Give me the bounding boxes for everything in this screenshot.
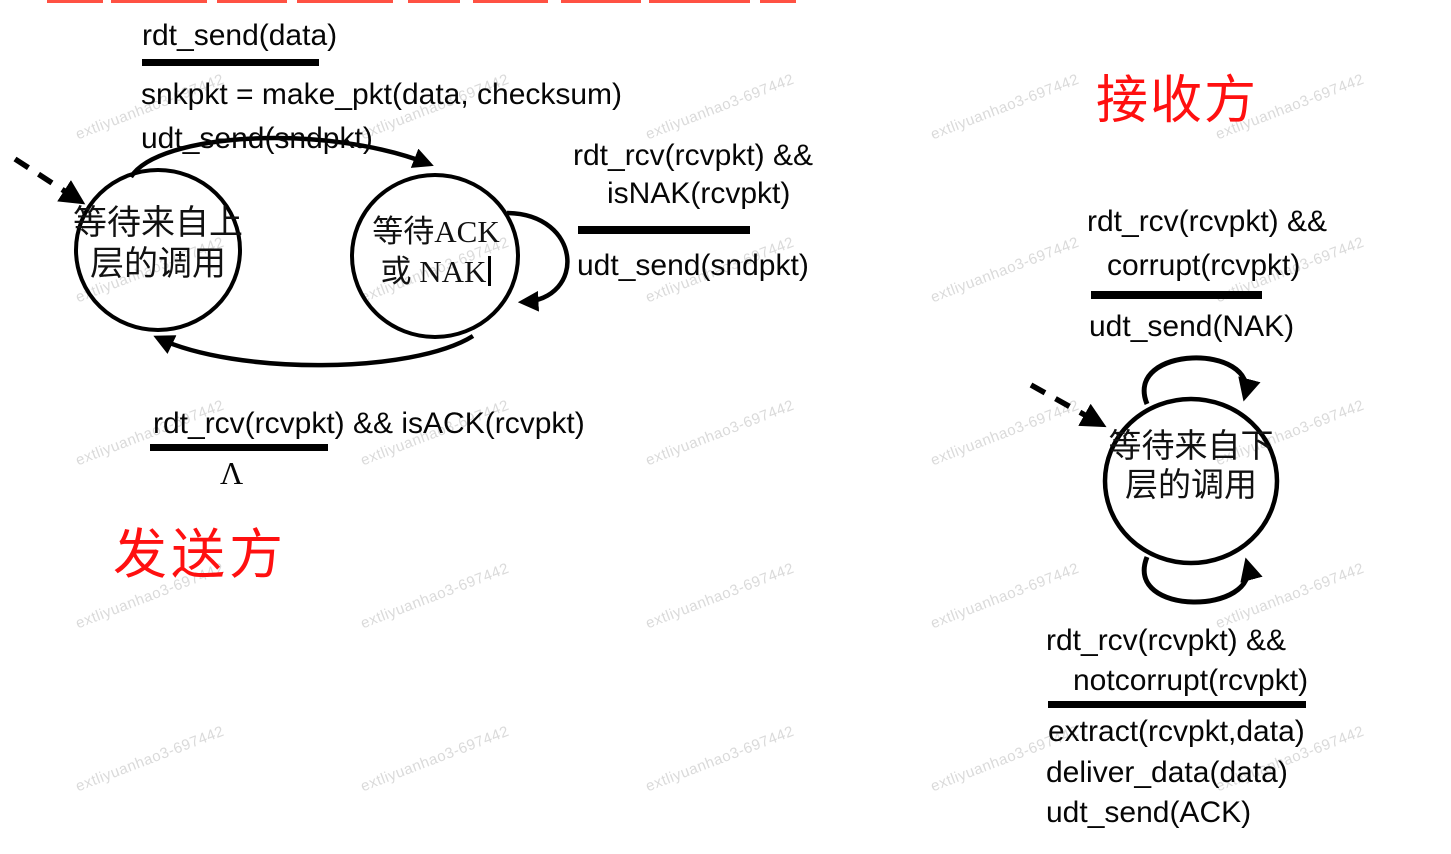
receiver-corrupt-rule-bar bbox=[1091, 291, 1262, 299]
sender-state-wait-above-label: 等待来自上 层的调用 bbox=[60, 203, 256, 285]
receiver-notcorrupt-action1: extract(rcvpkt,data) bbox=[1048, 715, 1305, 748]
sender-send-action1: snkpkt = make_pkt(data, checksum) bbox=[141, 78, 623, 111]
receiver-notcorrupt-event1: rdt_rcv(rcvpkt) && bbox=[1046, 624, 1287, 657]
sender-nak-event2: isNAK(rcvpkt) bbox=[607, 177, 791, 210]
state-label-line: 层的调用 bbox=[90, 246, 226, 283]
text-cursor bbox=[488, 256, 492, 286]
receiver-notcorrupt-rule-bar bbox=[1048, 701, 1306, 708]
receiver-notcorrupt-action2: deliver_data(data) bbox=[1046, 756, 1288, 789]
sender-send-event: rdt_send(data) bbox=[142, 19, 338, 52]
sender-nak-rule-bar bbox=[578, 226, 750, 234]
cropped-title-fragment bbox=[47, 0, 103, 3]
sender-nak-action: udt_send(sndpkt) bbox=[577, 249, 809, 282]
cropped-title-fragment bbox=[408, 0, 460, 3]
receiver-initial-state-arrow bbox=[1029, 382, 1107, 428]
cropped-title-fragment bbox=[111, 0, 207, 3]
cropped-title-fragment bbox=[649, 0, 750, 3]
sender-transition-send-arc bbox=[129, 135, 434, 179]
sender-region-label: 发送方 bbox=[113, 525, 287, 585]
sender-send-rule-bar bbox=[142, 59, 319, 66]
sender-initial-state-arrow bbox=[13, 156, 86, 205]
cropped-title-fragment bbox=[217, 0, 287, 3]
state-label-line: 或 NAK bbox=[352, 252, 520, 292]
state-label-line: 等待来自上 bbox=[73, 205, 243, 242]
sender-send-action2: udt_send(sndpkt) bbox=[141, 122, 373, 155]
state-label-line: 等待来自下 bbox=[1108, 429, 1274, 465]
sender-state-wait-acknak-circle bbox=[350, 173, 520, 339]
sender-ack-action-lambda: Λ bbox=[220, 455, 244, 491]
receiver-state-wait-below-label: 等待来自下 层的调用 bbox=[1098, 428, 1284, 506]
sender-ack-event: rdt_rcv(rcvpkt) && isACK(rcvpkt) bbox=[153, 407, 585, 440]
state-label-line: 层的调用 bbox=[1125, 468, 1257, 504]
receiver-corrupt-event2: corrupt(rcvpkt) bbox=[1107, 249, 1301, 282]
receiver-selfloop-corrupt-arc bbox=[1141, 355, 1261, 405]
receiver-notcorrupt-event2: notcorrupt(rcvpkt) bbox=[1073, 664, 1309, 697]
receiver-corrupt-action: udt_send(NAK) bbox=[1089, 310, 1295, 343]
sender-state-wait-acknak-label: 等待ACK 或 NAK bbox=[352, 212, 520, 292]
cropped-title-fragment bbox=[297, 0, 393, 3]
sender-ack-rule-bar bbox=[150, 444, 328, 451]
cropped-title-fragment bbox=[473, 0, 548, 3]
receiver-region-label: 接收方 bbox=[1096, 73, 1259, 130]
state-label-line: 等待ACK bbox=[372, 214, 500, 249]
cropped-title-fragment bbox=[760, 0, 796, 3]
sender-nak-event1: rdt_rcv(rcvpkt) && bbox=[573, 139, 814, 172]
sender-selfloop-nak-arc bbox=[506, 210, 570, 312]
receiver-notcorrupt-action3: udt_send(ACK) bbox=[1046, 796, 1252, 829]
receiver-state-wait-below-circle bbox=[1102, 396, 1280, 566]
sender-state-wait-above-circle bbox=[74, 168, 242, 332]
sender-transition-ack-arc bbox=[153, 334, 475, 368]
state-label-line-text: 或 NAK bbox=[380, 254, 487, 289]
cropped-title-fragment bbox=[561, 0, 641, 3]
receiver-selfloop-notcorrupt-arc bbox=[1141, 556, 1263, 605]
receiver-corrupt-event1: rdt_rcv(rcvpkt) && bbox=[1087, 205, 1328, 238]
